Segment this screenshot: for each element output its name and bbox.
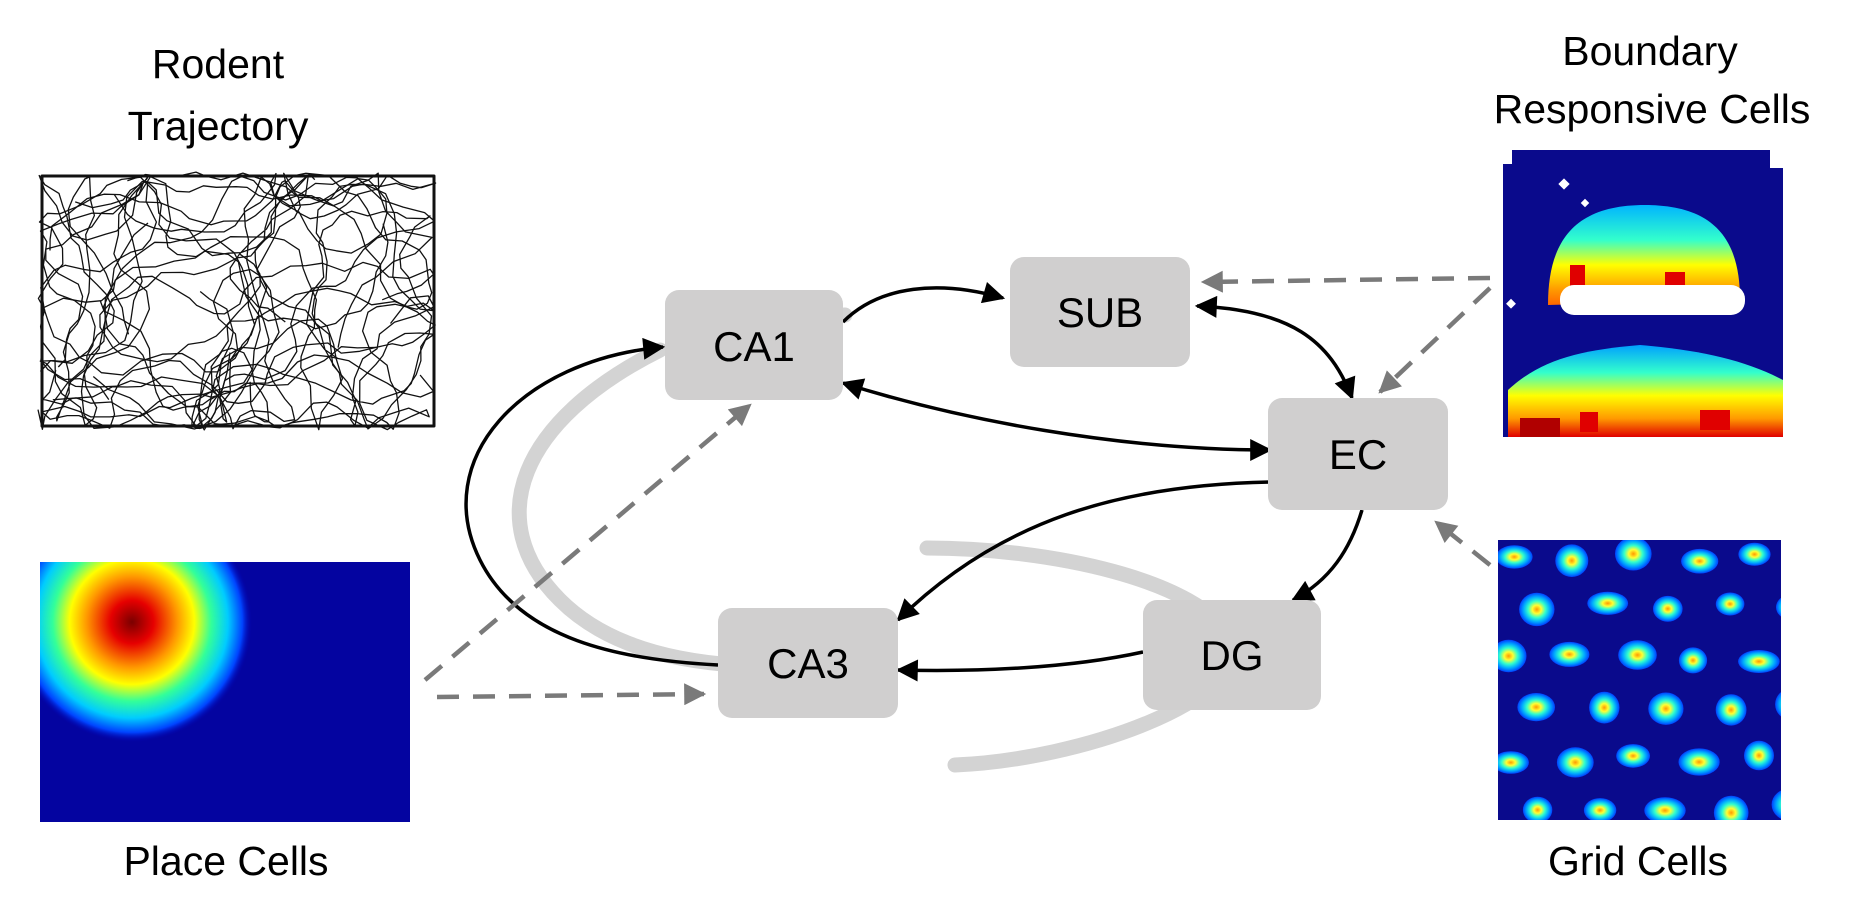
dashed-arrows [423,270,1492,706]
grid-field-blob [1681,548,1719,574]
grid-field-blob [1589,691,1620,724]
grid-field-blob [1498,545,1533,569]
boundary-cells-title-line2: Responsive Cells [1494,86,1811,132]
node-dg-label: DG [1201,632,1264,679]
grid-field-blob [1738,542,1771,566]
node-ec: EC [1268,398,1448,510]
grid-field-blob [1776,597,1781,617]
grid-field-blob [1517,693,1555,722]
solid-arrows [464,281,1364,682]
grid-cells-label: Grid Cells [1548,838,1728,884]
trajectory-trace [49,180,433,430]
trajectory-trace [45,176,344,431]
grid-field-blob [1744,740,1774,771]
grid-field-blob [1771,790,1781,819]
grid-field-blob [1587,591,1629,615]
trajectory-trace [74,173,435,363]
trajectory-image [37,171,437,431]
grid-field-blob [1713,795,1749,820]
trajectory-trace [38,174,151,422]
grid-field-blob [1522,796,1553,820]
arrow-dg-to-ca3 [895,650,1144,682]
place-cell-heatmap [40,562,410,822]
grid-field-blob [1715,592,1745,616]
grid-field-blob [1519,592,1555,627]
grid-field-blob [1583,798,1617,820]
dashed-boundary-to-sub [1200,270,1491,293]
dashed-grid-to-ec [1434,520,1492,567]
node-sub-label: SUB [1057,289,1143,336]
grid-field-blob [1648,692,1684,725]
node-dg: DG [1143,600,1321,710]
boundary-cell-heatmap [1503,150,1783,437]
node-ca1: CA1 [665,290,843,400]
trajectory-trace [52,172,433,430]
grid-field-blob [1555,544,1589,577]
arrow-sub-ec [1194,295,1356,401]
dashed-boundary-to-ec [1378,286,1492,394]
arrow-ca1-to-sub [841,281,1006,324]
node-ca1-label: CA1 [713,323,795,370]
trajectory-trace [283,172,437,427]
arrow-ec-to-ca3 [896,480,1271,622]
dashed-place-to-ca3 [436,683,707,706]
grid-field-blob [1653,595,1683,622]
rodent-trajectory-title-line1: Rodent [152,41,285,87]
grid-field-blob [1549,641,1590,667]
grid-field-blob [1678,647,1708,674]
trajectory-trace [99,222,435,431]
trajectory-trace [39,181,377,430]
grid-field-blob [1618,640,1657,670]
arrow-ca1-ec [840,378,1273,461]
rodent-trajectory-title-line2: Trajectory [128,103,309,149]
trajectory-trace [37,176,268,429]
grid-field-blob [1498,639,1527,673]
node-sub: SUB [1010,257,1190,367]
boundary-cells-title-line1: Boundary [1562,28,1738,74]
trajectory-trace [41,171,436,429]
grid-field-blob [1556,747,1594,778]
trajectory-trace [39,174,435,427]
place-cells-label: Place Cells [123,838,328,884]
grid-field-blob [1715,694,1747,726]
grid-field-blob [1678,748,1720,776]
node-ca3: CA3 [718,608,898,718]
arrow-ec-to-dg [1291,509,1364,602]
grid-field-blob [1775,692,1781,717]
grid-field-blob [1615,540,1652,571]
node-ec-label: EC [1329,431,1387,478]
grid-field-blob [1616,744,1650,768]
grid-cell-heatmap [1498,540,1781,820]
grid-field-blob [1644,797,1686,820]
grid-field-blob [1498,751,1529,774]
arrow-ca3-to-ca1 [464,337,719,667]
trajectory-border-trace [40,174,436,428]
node-ca3-label: CA3 [767,640,849,687]
grid-field-blob [1738,650,1780,673]
